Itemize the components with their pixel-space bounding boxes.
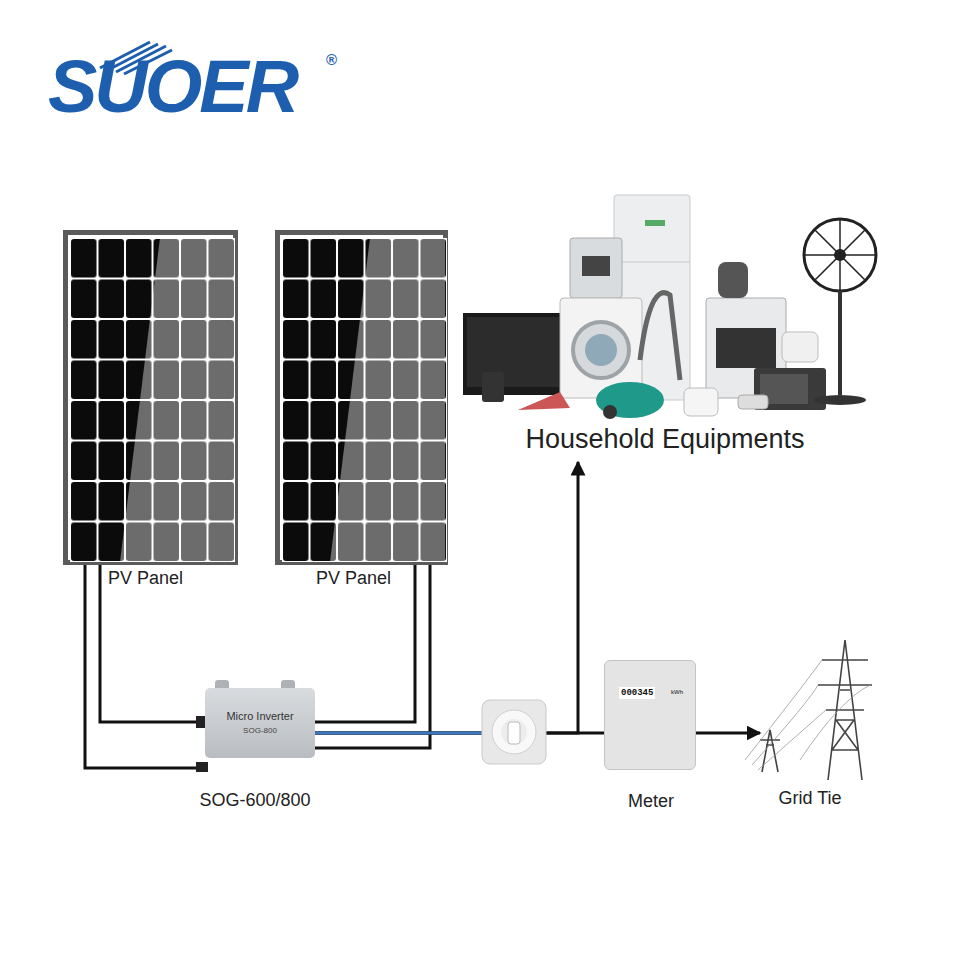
connector [100,565,205,722]
node-text: kWh [671,689,683,696]
micro-inverter: Micro InverterSOG-800SOG-600/800 [205,688,315,758]
household-appliances [463,195,876,419]
appliance-group: Household Equipments [460,190,870,462]
node-text: Meter [585,791,717,812]
brand-logo: SUOER [48,50,296,124]
node-text: SOG-800 [205,726,315,735]
pv-panel: PV Panel [63,230,238,565]
cable [85,565,415,768]
node-text: 000345 [619,687,655,699]
node-text: SOG-600/800 [165,790,345,811]
node-text: Grid Tie [735,788,885,809]
pv-panel-art [275,230,448,565]
pv-panel-art [63,230,238,565]
connector [696,732,760,735]
wall-socket [482,700,546,764]
registered-mark: ® [326,52,337,67]
ac-cable [312,732,484,735]
node-text: PV Panel [316,568,391,589]
node-text: Household Equipments [460,424,870,455]
energy-meter: 000345kWhMeter [604,660,696,770]
pylons [745,640,872,780]
pv-panel: PV Panel [275,230,448,565]
node-text: PV Panel [108,568,183,589]
grid-tie: Grid Tie [745,630,875,780]
node-text: Micro Inverter [205,710,315,723]
